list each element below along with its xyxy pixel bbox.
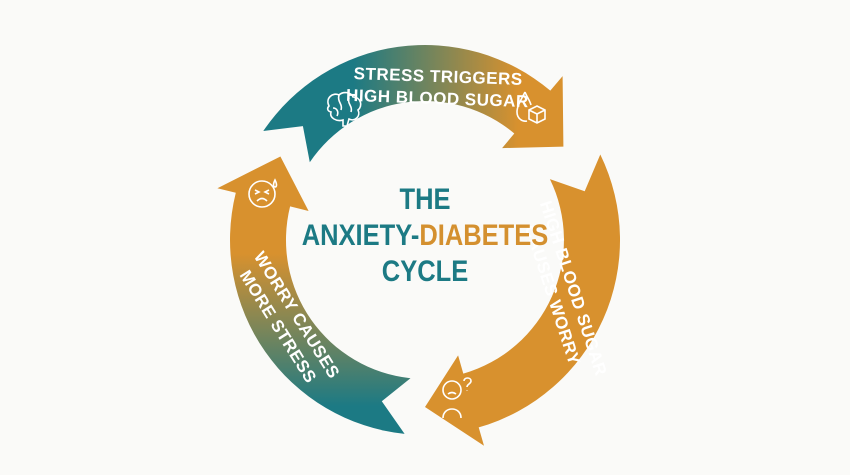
- title-diabetes: DIABETES: [419, 219, 549, 252]
- diagram-title: THE ANXIETY-DIABETES CYCLE: [298, 182, 553, 290]
- blood-drop-sugar-cube-icon: [516, 91, 546, 124]
- brain-icon: [326, 91, 362, 127]
- title-line2: ANXIETY-DIABETES: [298, 218, 553, 254]
- arrow-worry-to-stress: [217, 156, 411, 434]
- title-line1: THE: [399, 183, 451, 216]
- worried-person-icon: [442, 377, 472, 419]
- title-anxiety: ANXIETY-: [301, 219, 420, 252]
- title-line3: CYCLE: [381, 255, 469, 288]
- anxious-face-icon: [248, 178, 278, 208]
- arrow-sugar-to-worry: [425, 154, 621, 446]
- arrow-stress-to-sugar: [263, 45, 564, 163]
